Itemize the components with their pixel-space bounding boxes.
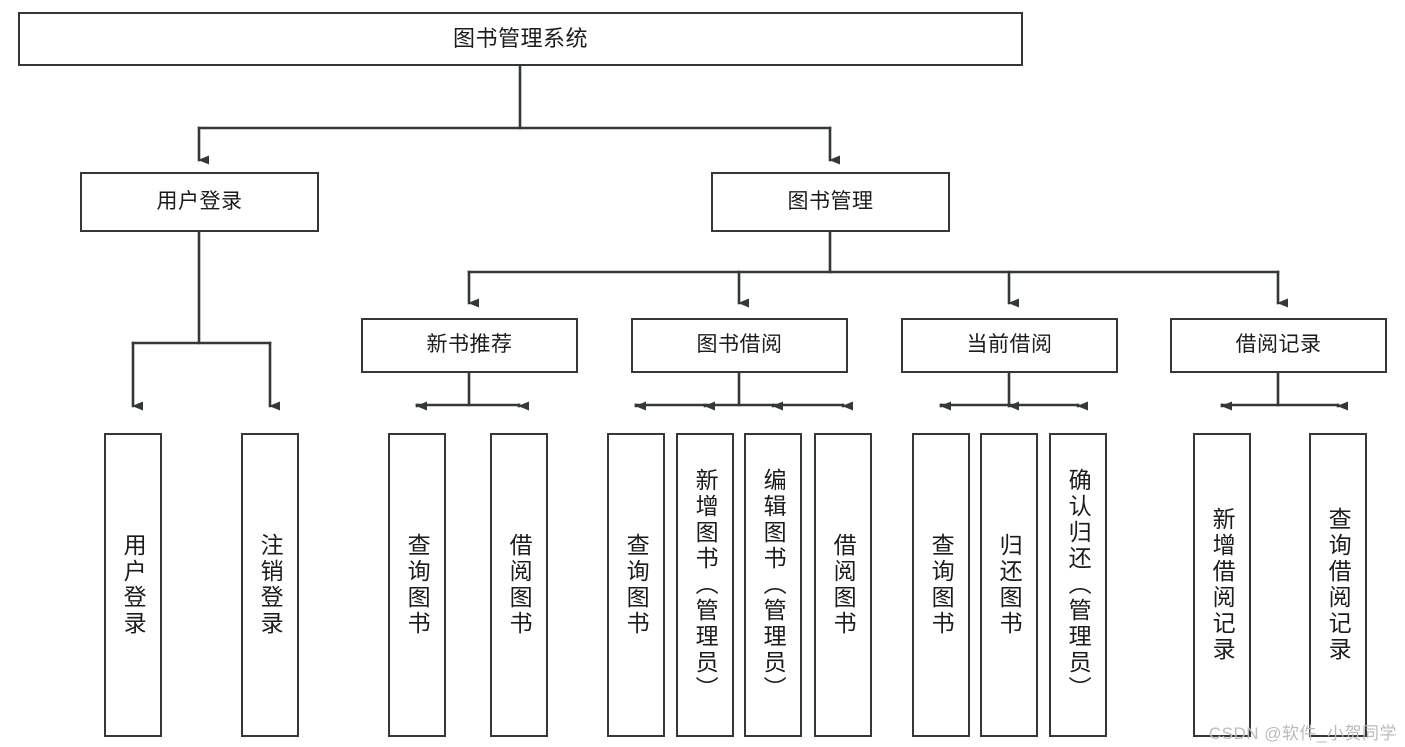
leaf-bookborrow-edit-book[interactable]: 编辑图书（管理员） <box>744 433 802 737</box>
node-new-book-recommend[interactable]: 新书推荐 <box>361 318 578 373</box>
node-label: 当前借阅 <box>966 333 1053 357</box>
node-root-system[interactable]: 图书管理系统 <box>18 12 1023 66</box>
node-label: 图书借阅 <box>696 333 783 357</box>
leaf-bookborrow-borrow-book[interactable]: 借阅图书 <box>814 433 872 737</box>
node-label: 编辑图书（管理员） <box>760 468 787 702</box>
node-book-management[interactable]: 图书管理 <box>711 172 950 232</box>
node-label: 借阅图书 <box>506 533 533 637</box>
node-label: 新增图书（管理员） <box>692 468 719 702</box>
leaf-user-login[interactable]: 用户登录 <box>104 433 162 737</box>
node-label: 新书推荐 <box>426 333 513 357</box>
leaf-bookborrow-add-book[interactable]: 新增图书（管理员） <box>676 433 734 737</box>
node-label: 图书管理 <box>787 189 874 213</box>
node-label: 归还图书 <box>996 533 1023 637</box>
node-label: 查询借阅记录 <box>1325 507 1352 663</box>
node-label: 查询图书 <box>404 533 431 637</box>
leaf-currentborrow-return-book[interactable]: 归还图书 <box>980 433 1038 737</box>
leaf-logout[interactable]: 注销登录 <box>241 433 299 737</box>
node-borrow-record[interactable]: 借阅记录 <box>1170 318 1387 373</box>
node-label: 确认归还（管理员） <box>1065 468 1092 702</box>
leaf-bookborrow-query-book[interactable]: 查询图书 <box>607 433 665 737</box>
node-user-login[interactable]: 用户登录 <box>80 172 319 232</box>
node-label: 借阅图书 <box>830 533 857 637</box>
leaf-newbook-borrow-book[interactable]: 借阅图书 <box>490 433 548 737</box>
node-label: 新增借阅记录 <box>1209 507 1236 663</box>
node-label: 图书管理系统 <box>452 26 588 52</box>
node-label: 查询图书 <box>928 533 955 637</box>
leaf-currentborrow-confirm-return[interactable]: 确认归还（管理员） <box>1049 433 1107 737</box>
csdn-watermark: CSDN @软件_小贺同学 <box>1208 724 1397 743</box>
node-label: 用户登录 <box>156 189 243 213</box>
leaf-newbook-query-book[interactable]: 查询图书 <box>388 433 446 737</box>
leaf-borrowrecord-add-record[interactable]: 新增借阅记录 <box>1193 433 1251 737</box>
node-label: 用户登录 <box>120 533 147 637</box>
leaf-currentborrow-query-book[interactable]: 查询图书 <box>912 433 970 737</box>
node-label: 查询图书 <box>623 533 650 637</box>
node-current-borrow[interactable]: 当前借阅 <box>901 318 1118 373</box>
node-label: 注销登录 <box>257 533 284 637</box>
node-label: 借阅记录 <box>1235 333 1322 357</box>
node-book-borrow[interactable]: 图书借阅 <box>631 318 848 373</box>
leaf-borrowrecord-query-record[interactable]: 查询借阅记录 <box>1309 433 1367 737</box>
